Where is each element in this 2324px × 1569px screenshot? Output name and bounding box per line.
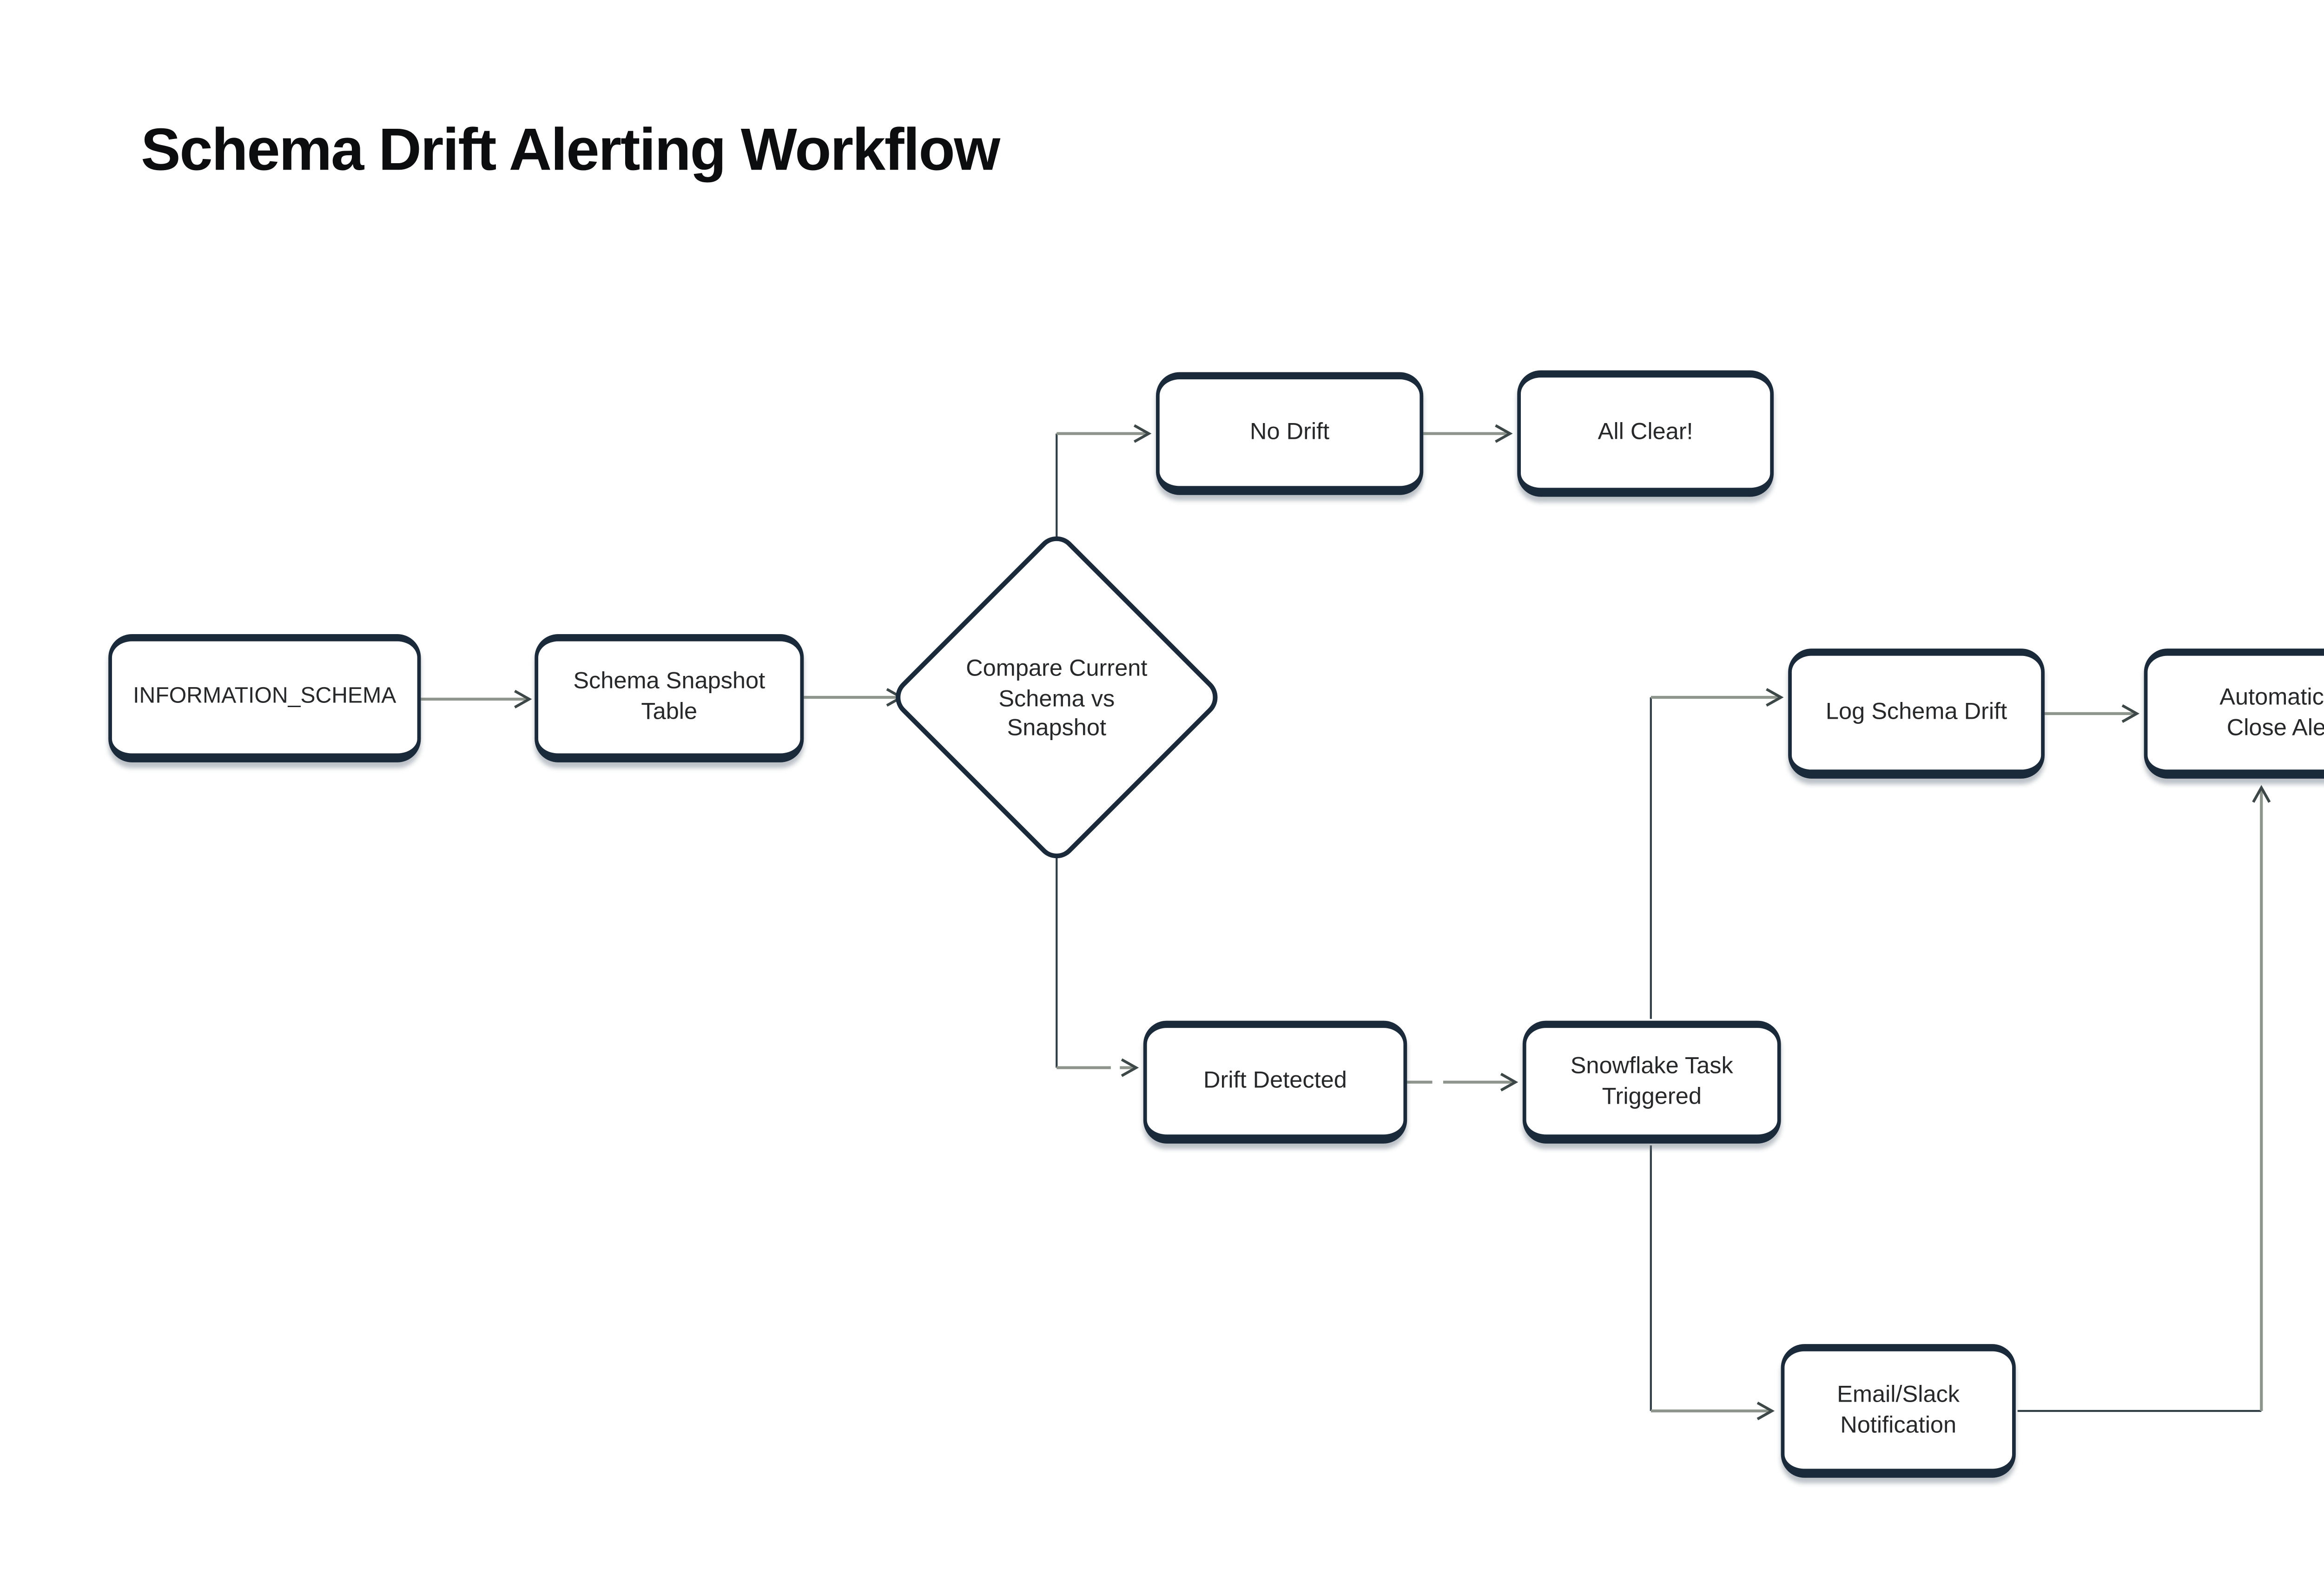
node-all-clear: All Clear!: [1517, 370, 1774, 497]
node-information-schema: INFORMATION_SCHEMA: [108, 634, 421, 762]
node-log-schema-drift: Log Schema Drift: [1788, 649, 2045, 779]
diagram-title: Schema Drift Alerting Workflow: [141, 115, 1000, 183]
node-snowflake-task-triggered: Snowflake Task Triggered: [1522, 1020, 1781, 1144]
node-label: Drift Detected: [1203, 1066, 1347, 1093]
node-schema-snapshot-table: Schema Snapshot Table: [535, 634, 804, 762]
node-label: Automatically Close Alerts: [2219, 682, 2324, 740]
node-label: All Clear!: [1598, 417, 1693, 445]
node-label: No Drift: [1249, 417, 1330, 445]
node-label: INFORMATION_SCHEMA: [133, 683, 396, 708]
node-compare-decision: Compare Current Schema vs Snapshot: [948, 654, 1165, 744]
node-label: Compare Current Schema vs Snapshot: [966, 654, 1148, 741]
node-drift-detected: Drift Detected: [1143, 1020, 1407, 1144]
node-automatically-close-alerts: Automatically Close Alerts: [2144, 649, 2324, 779]
node-label: Schema Snapshot Table: [573, 667, 766, 725]
node-label: Email/Slack Notification: [1837, 1380, 1960, 1437]
node-label: Log Schema Drift: [1825, 697, 2007, 725]
node-email-slack-notification: Email/Slack Notification: [1781, 1344, 2016, 1478]
node-no-drift: No Drift: [1156, 372, 1424, 495]
node-label: Snowflake Task Triggered: [1570, 1051, 1733, 1109]
decision-diamond-shape: [896, 536, 1218, 859]
